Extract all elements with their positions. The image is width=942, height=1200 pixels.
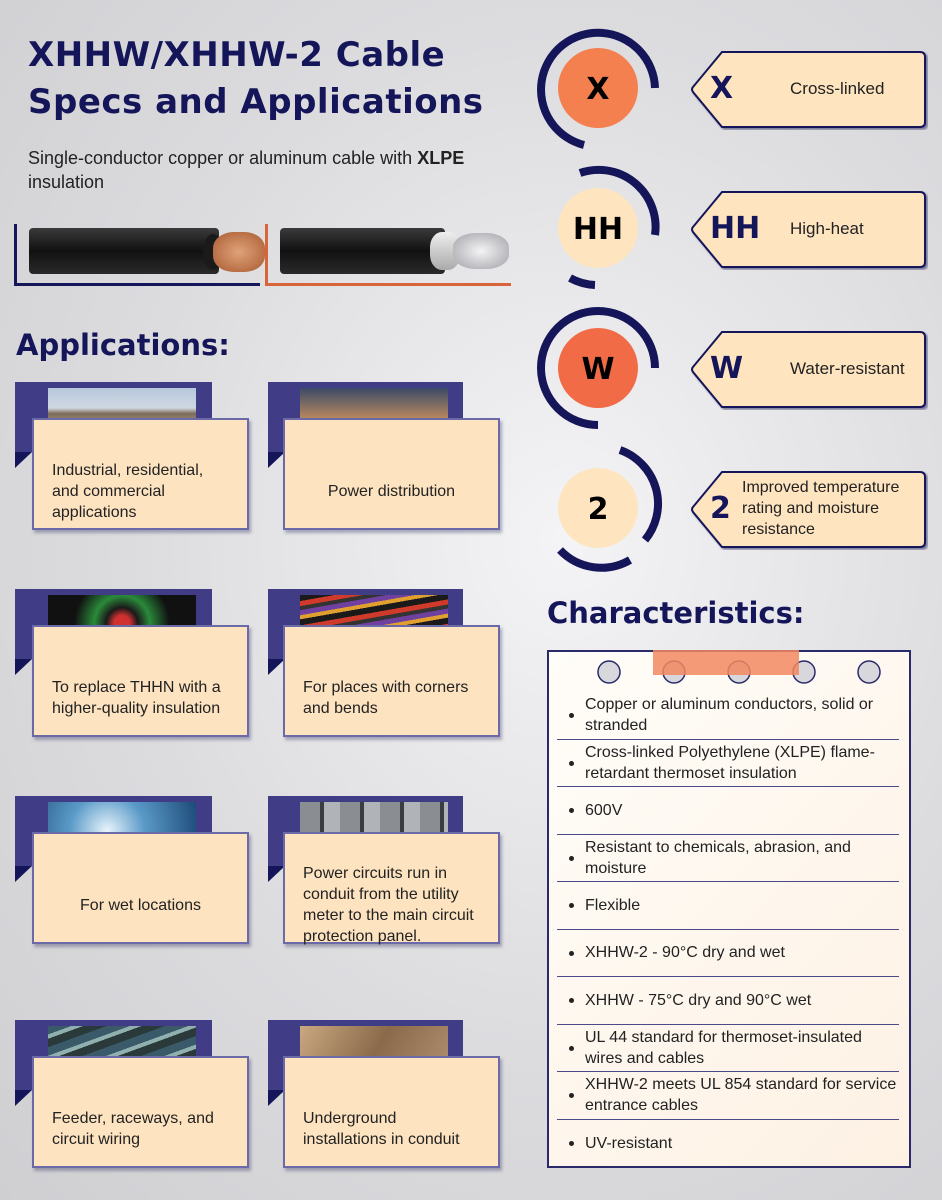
svg-text:2: 2: [588, 492, 609, 527]
tag-shape: [691, 191, 926, 268]
circle-hh: HH: [558, 165, 660, 289]
application-label: For wet locations: [32, 832, 249, 944]
card-fold: [15, 659, 32, 675]
tag-description: Water-resistant: [790, 358, 905, 378]
acronym-tag: W Water-resistant: [690, 330, 926, 408]
tag-letter: W: [710, 351, 744, 386]
tag-shape: [691, 471, 926, 548]
characteristic-item: Resistant to chemicals, abrasion, and mo…: [557, 835, 899, 882]
application-label: Feeder, raceways, and circuit wiring: [32, 1056, 249, 1168]
circle-w: W: [537, 307, 659, 429]
characteristic-item: XHHW-2 meets UL 854 standard for service…: [557, 1072, 899, 1120]
circle-x: X: [537, 28, 659, 149]
tag-shape: [691, 331, 926, 408]
characteristic-item: Cross-linked Polyethylene (XLPE) flame-r…: [557, 740, 899, 787]
tag-description: High-heat: [790, 218, 864, 238]
characteristic-item: XHHW-2 - 90°C dry and wet: [557, 930, 899, 977]
application-label: Power distribution: [283, 418, 500, 530]
characteristic-item: XHHW - 75°C dry and 90°C wet: [557, 977, 899, 1025]
characteristics-heading: Characteristics:: [547, 596, 805, 630]
applications-heading: Applications:: [16, 328, 230, 362]
application-label: For places with corners and bends: [283, 625, 500, 737]
subtitle: Single-conductor copper or aluminum cabl…: [28, 148, 465, 192]
notebook-holes: [597, 650, 881, 684]
characteristic-item: Flexible: [557, 882, 899, 930]
aluminum-cable-image: [265, 224, 511, 286]
acronym-tag: HH High-heat: [690, 190, 926, 268]
acronym-tag: X Cross-linked: [690, 50, 926, 128]
card-fold: [15, 1090, 32, 1106]
characteristics-list: Copper or aluminum conductors, solid or …: [557, 692, 899, 1167]
characteristic-item: 600V: [557, 787, 899, 835]
tag-description: Cross-linked: [790, 78, 885, 98]
card-fold: [15, 452, 32, 468]
tag-letter: X: [710, 71, 734, 106]
tag-description: Improved temperature rating and moisture…: [742, 479, 900, 538]
acronym-tag: 2 Improved temperature rating and moistu…: [690, 470, 926, 548]
characteristic-item: Copper or aluminum conductors, solid or …: [557, 692, 899, 740]
application-label: Power circuits run in conduit from the u…: [283, 832, 500, 945]
tag-letter: HH: [710, 211, 761, 246]
application-label: To replace THHN with a higher-quality in…: [32, 625, 249, 737]
characteristic-item: UL 44 standard for thermoset-insulated w…: [557, 1025, 899, 1072]
tag-letter: 2: [710, 491, 731, 526]
characteristic-item: UV-resistant: [557, 1120, 899, 1168]
svg-text:HH: HH: [573, 212, 623, 247]
tape: [653, 650, 799, 675]
application-label: Underground installations in conduit: [283, 1056, 500, 1168]
card-fold: [15, 866, 32, 882]
svg-text:W: W: [581, 352, 614, 387]
characteristics-card: Copper or aluminum conductors, solid or …: [547, 650, 911, 1168]
copper-cable-image: [14, 224, 265, 286]
circle-letter: X: [586, 72, 609, 107]
circle-2: 2: [557, 446, 662, 572]
tag-shape: [691, 51, 926, 128]
application-label: Industrial, residential, and commercial …: [32, 418, 249, 530]
acronym-circles: X HH W 2: [537, 28, 662, 572]
